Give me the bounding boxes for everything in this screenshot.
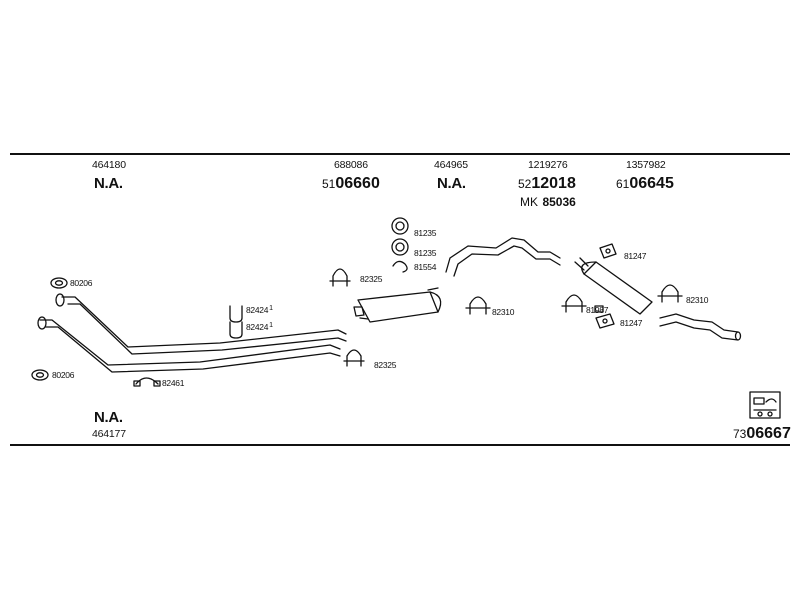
rubber-mount-81247-b	[595, 313, 615, 329]
code-7306667: 7306667	[733, 425, 791, 443]
front-silencer	[353, 287, 442, 323]
ref-80206-upper: 80206	[70, 278, 93, 288]
ref-82461: 82461	[162, 378, 185, 388]
code-na-1: N.A.	[94, 175, 123, 192]
ref-81235-a: 81235	[414, 228, 437, 238]
code-prefix: 52	[518, 177, 532, 191]
code-prefix: 61	[616, 177, 630, 191]
front-pipe	[37, 293, 347, 373]
code-main: 06645	[629, 175, 674, 192]
code-main: 06667	[746, 425, 791, 442]
code-prefix: 51	[322, 177, 336, 191]
code-5106660: 5106660	[322, 175, 380, 193]
rubber-mount-81247-a	[599, 243, 617, 259]
part-number-464177: 464177	[92, 428, 126, 440]
ref-82310-b: 82310	[686, 295, 709, 305]
top-divider-line	[10, 153, 790, 155]
ref-82424-a-number: 82424	[246, 305, 269, 315]
part-number-464180: 464180	[92, 159, 126, 171]
clamp-82310-c	[561, 294, 587, 313]
rubber-ring-81235-b	[391, 238, 409, 256]
ref-82424-a: 824241	[246, 305, 273, 315]
code-5212018: 5212018	[518, 175, 576, 193]
gasket-80206-upper	[50, 277, 68, 289]
clamp-82325-a	[329, 268, 351, 287]
ref-82310-a: 82310	[492, 307, 515, 317]
part-81987	[594, 305, 604, 313]
ref-82424-b: 824241	[246, 322, 273, 332]
clamp-82461	[133, 377, 161, 387]
middle-pipe	[445, 237, 561, 277]
ref-82325-a: 82325	[360, 274, 383, 284]
code-prefix: MK	[520, 195, 538, 209]
code-prefix: 73	[733, 427, 747, 441]
code-na-bottom: N.A.	[94, 409, 123, 426]
part-number-688086: 688086	[334, 159, 368, 171]
ref-80206-lower: 80206	[52, 370, 75, 380]
code-main: 12018	[531, 175, 576, 192]
ref-81247-a: 81247	[624, 251, 647, 261]
code-main: 06660	[335, 175, 380, 192]
part-number-1219276: 1219276	[528, 159, 568, 171]
code-na-2: N.A.	[437, 175, 466, 192]
ref-82424-b-number: 82424	[246, 322, 269, 332]
part-number-464965: 464965	[434, 159, 468, 171]
tail-pipe	[659, 313, 742, 341]
u-bolt-82424-b	[229, 321, 243, 339]
ref-81554: 81554	[414, 262, 437, 272]
ref-82424-a-sup: 1	[269, 305, 273, 312]
code-main: 85036	[542, 195, 576, 209]
ref-82424-b-sup: 1	[269, 322, 273, 329]
rubber-ring-81235-a	[391, 217, 409, 235]
code-6106645: 6106645	[616, 175, 674, 193]
gasket-80206-lower	[31, 369, 49, 381]
code-mk-85036: MK 85036	[520, 193, 576, 211]
part-number-1357982: 1357982	[626, 159, 666, 171]
ref-81247-b: 81247	[620, 318, 643, 328]
clamp-82325-b	[343, 349, 365, 367]
u-bolt-82424-a	[229, 305, 243, 323]
clamp-82310-b	[657, 284, 683, 303]
hanger-81554	[392, 260, 408, 273]
ref-81235-b: 81235	[414, 248, 437, 258]
ref-81987: 81987	[586, 305, 609, 315]
clamp-82310-a	[465, 296, 491, 315]
rear-silencer	[574, 257, 653, 315]
bottom-divider-line	[10, 444, 790, 446]
assembly-kit-icon	[749, 391, 781, 419]
ref-82325-b: 82325	[374, 360, 397, 370]
